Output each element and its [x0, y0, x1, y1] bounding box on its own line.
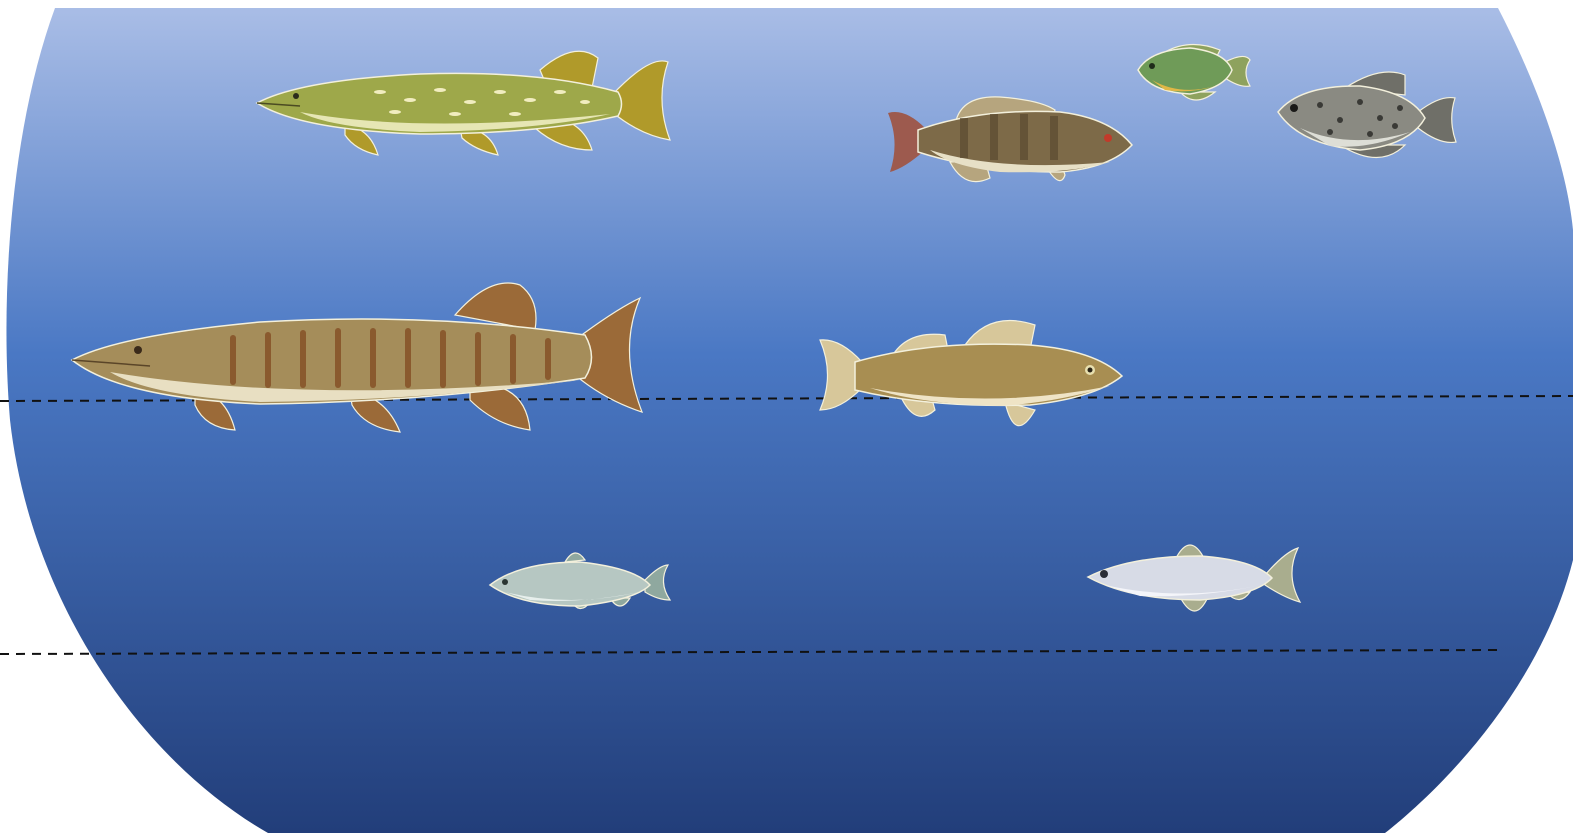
lake-depth-diagram — [0, 0, 1573, 833]
